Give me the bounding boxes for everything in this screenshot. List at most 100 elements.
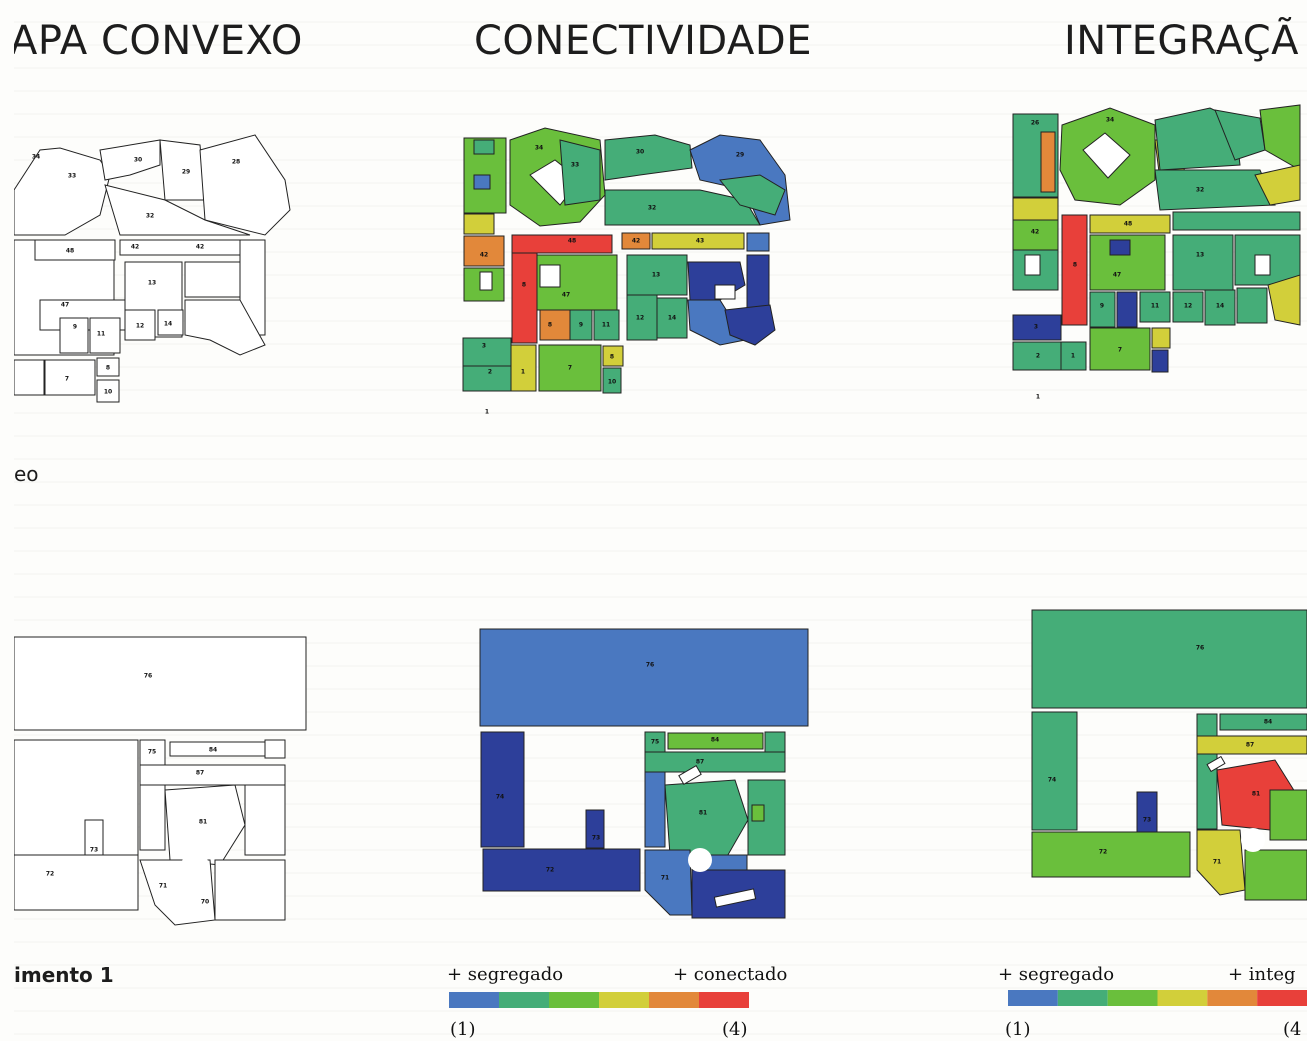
label-76: 76 (144, 673, 152, 680)
svg-text:81: 81 (199, 819, 207, 826)
svg-text:74: 74 (1048, 777, 1056, 784)
svg-text:13: 13 (1196, 252, 1204, 259)
svg-text:8: 8 (610, 354, 614, 361)
svg-text:87: 87 (696, 759, 704, 766)
svg-text:84: 84 (1264, 719, 1272, 726)
svg-text:42: 42 (480, 252, 488, 259)
svg-text:75: 75 (148, 749, 156, 756)
svg-text:3: 3 (1034, 324, 1038, 331)
svg-text:75: 75 (651, 739, 659, 746)
svg-text:87: 87 (1246, 742, 1254, 749)
svg-text:72: 72 (46, 871, 54, 878)
svg-text:87: 87 (196, 770, 204, 777)
svg-text:9: 9 (579, 322, 583, 329)
connectivity-map-upper: 34 33 30 29 32 48 42 43 42 13 8 47 8 9 1… (462, 127, 791, 416)
legend-bar-conectividade (449, 992, 749, 1008)
svg-text:7: 7 (65, 376, 69, 383)
svg-text:42: 42 (632, 238, 640, 245)
svg-text:2: 2 (1036, 353, 1040, 360)
svg-text:43: 43 (696, 238, 704, 245)
svg-text:7: 7 (1118, 347, 1122, 354)
legend-color-swatch (1107, 990, 1158, 1006)
svg-text:1: 1 (521, 369, 525, 376)
legend-color-swatch (1257, 990, 1307, 1006)
svg-text:32: 32 (648, 205, 656, 212)
svg-text:8: 8 (106, 365, 110, 372)
svg-text:29: 29 (736, 152, 744, 159)
connectivity-map-lower: 76 74 73 72 75 84 87 81 71 (479, 628, 809, 919)
svg-text:26: 26 (1031, 120, 1039, 127)
svg-text:48: 48 (66, 248, 74, 255)
svg-text:47: 47 (562, 292, 570, 299)
svg-text:29: 29 (182, 169, 190, 176)
svg-text:32: 32 (1196, 187, 1204, 194)
svg-text:3: 3 (482, 343, 486, 350)
column-title-integracao: INTEGRAÇÃ (1064, 18, 1300, 64)
svg-text:9: 9 (1100, 303, 1104, 310)
svg-text:33: 33 (68, 173, 76, 180)
svg-text:42: 42 (1031, 229, 1039, 236)
convex-map-upper: 34 33 30 29 28 32 48 42 42 13 47 9 11 12… (13, 134, 291, 403)
svg-text:42: 42 (196, 244, 204, 251)
column-title-conectividade: CONECTIVIDADE (474, 18, 812, 64)
svg-text:72: 72 (546, 867, 554, 874)
svg-text:84: 84 (711, 737, 719, 744)
integration-map-lower: 76 74 73 72 84 87 81 71 (1031, 609, 1307, 901)
legend-color-swatch (549, 992, 599, 1008)
svg-text:71: 71 (159, 883, 167, 890)
integration-map-upper: 26 34 32 48 42 8 13 47 9 11 12 14 3 2 1 … (1012, 104, 1301, 401)
svg-text:10: 10 (608, 379, 616, 386)
svg-text:13: 13 (148, 280, 156, 287)
svg-text:47: 47 (1113, 272, 1121, 279)
svg-text:11: 11 (97, 331, 105, 338)
column-title-mapa-convexo: APA CONVEXO (10, 18, 303, 64)
legend-color-swatch (1057, 990, 1108, 1006)
svg-text:12: 12 (136, 323, 144, 330)
svg-text:2: 2 (488, 369, 492, 376)
legend2-right-label: + integ (1228, 964, 1296, 985)
svg-text:1: 1 (1036, 394, 1040, 401)
legend-color-swatch (1157, 990, 1208, 1006)
legend2-left-label: + segregado (998, 964, 1115, 985)
left-crop-mask (0, 0, 14, 1041)
svg-text:42: 42 (131, 244, 139, 251)
legend-color-swatch (499, 992, 549, 1008)
svg-text:71: 71 (661, 875, 669, 882)
svg-text:73: 73 (90, 847, 98, 854)
svg-text:7: 7 (568, 365, 572, 372)
svg-text:9: 9 (73, 324, 77, 331)
svg-text:32: 32 (146, 213, 154, 220)
legend-color-swatch (599, 992, 649, 1008)
legend2-max-label: (4 (1283, 1019, 1302, 1040)
legend-color-swatch (1008, 990, 1058, 1006)
svg-text:8: 8 (1073, 262, 1077, 269)
svg-text:72: 72 (1099, 849, 1107, 856)
svg-text:48: 48 (1124, 221, 1132, 228)
svg-text:70: 70 (201, 899, 209, 906)
svg-text:48: 48 (568, 238, 576, 245)
legend2-min-label: (1) (1005, 1019, 1031, 1040)
svg-text:81: 81 (1252, 791, 1260, 798)
svg-text:28: 28 (232, 159, 240, 166)
legend-color-swatch (449, 992, 499, 1008)
svg-text:11: 11 (1151, 303, 1159, 310)
caption-upper-plan: eo (14, 462, 39, 486)
svg-text:73: 73 (1143, 817, 1151, 824)
svg-text:12: 12 (636, 315, 644, 322)
legend1-left-label: + segregado (447, 964, 564, 985)
svg-text:14: 14 (668, 315, 676, 322)
legend-color-swatch (699, 992, 749, 1008)
legend1-right-label: + conectado (673, 964, 788, 985)
svg-text:30: 30 (134, 157, 142, 164)
legend-color-swatch (1207, 990, 1258, 1006)
svg-text:34: 34 (1106, 117, 1114, 124)
svg-text:1: 1 (1071, 353, 1075, 360)
svg-text:11: 11 (602, 322, 610, 329)
svg-text:33: 33 (571, 162, 579, 169)
svg-text:76: 76 (1196, 645, 1204, 652)
svg-text:74: 74 (496, 794, 504, 801)
svg-text:76: 76 (646, 662, 654, 669)
svg-text:34: 34 (32, 154, 40, 161)
convex-map-lower: 76 75 84 87 81 73 72 71 70 (13, 636, 307, 926)
